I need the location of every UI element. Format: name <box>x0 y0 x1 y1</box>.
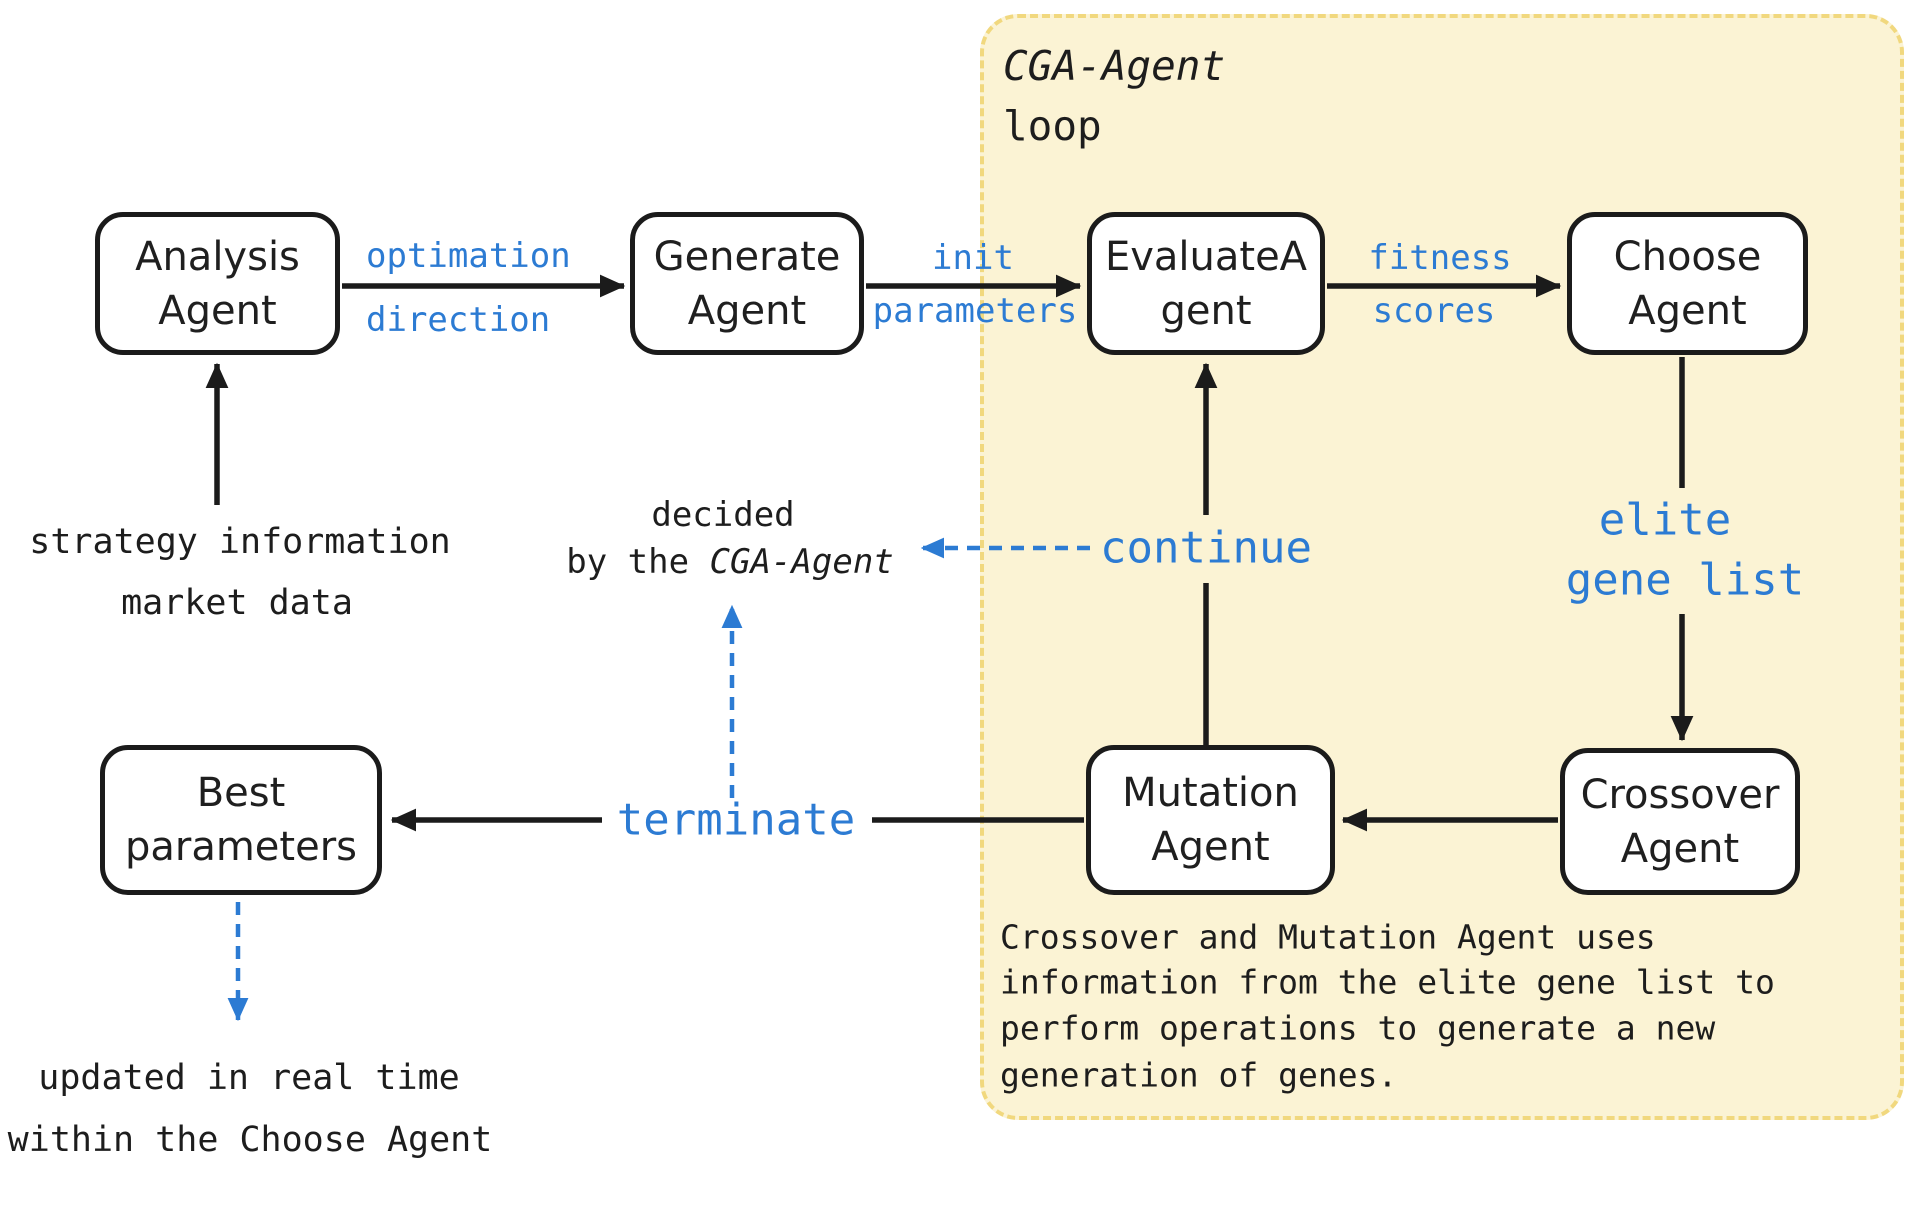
annotation-strategy-information: strategy information <box>29 522 451 562</box>
node-mutation-line2: Agent <box>1151 824 1270 870</box>
label-init: init <box>932 238 1014 278</box>
loop-title-line1: CGA-Agent <box>1003 42 1226 90</box>
node-mutation-line1: Mutation <box>1122 770 1299 816</box>
node-crossover-line2: Agent <box>1620 825 1740 872</box>
label-optimation: optimation <box>366 236 571 276</box>
label-direction: direction <box>366 300 551 340</box>
label-terminate: terminate <box>616 794 856 846</box>
node-evaluate-line1: EvaluateA <box>1104 233 1308 280</box>
node-generate-line2: Agent <box>687 287 807 334</box>
annotation-updated-real-time: updated in real time <box>38 1058 460 1098</box>
loop-title-line2: loop <box>1003 102 1102 150</box>
label-parameters: parameters <box>872 291 1078 331</box>
node-analysis-line1: Analysis <box>135 233 300 280</box>
node-analysis-line2: Agent <box>158 287 277 334</box>
annotation-by-the-cga-agent: by the CGA-Agent <box>566 542 894 582</box>
node-evaluate-agent: EvaluateA gent <box>1087 212 1325 355</box>
loop-caption-line1: Crossover and Mutation Agent uses <box>1000 917 1656 957</box>
node-mutation-agent: Mutation Agent <box>1086 745 1335 895</box>
annotation-by-the: by the <box>566 542 710 582</box>
loop-caption-line4: generation of genes. <box>1000 1055 1398 1095</box>
label-scores: scores <box>1372 291 1496 331</box>
label-fitness: fitness <box>1368 238 1512 278</box>
node-generate-agent: Generate Agent <box>630 212 864 355</box>
annotation-decided: decided <box>651 495 795 535</box>
node-best-line1: Best <box>196 770 286 816</box>
node-choose-agent: Choose Agent <box>1567 212 1808 355</box>
node-best-parameters: Best parameters <box>100 745 382 895</box>
node-crossover-line1: Crossover <box>1580 771 1780 818</box>
node-best-line2: parameters <box>124 824 357 870</box>
cga-agent-loop-region <box>980 14 1904 1120</box>
node-generate-line1: Generate <box>653 233 841 280</box>
annotation-cga-agent-word: CGA-Agent <box>709 542 894 582</box>
node-evaluate-line2: gent <box>1160 287 1252 334</box>
annotation-market-data: market data <box>121 583 353 623</box>
annotation-within-choose-agent: within the Choose Agent <box>7 1120 493 1160</box>
loop-caption-line2: information from the elite gene list to <box>1000 962 1775 1002</box>
node-crossover-agent: Crossover Agent <box>1560 748 1800 895</box>
label-gene-list: gene list <box>1565 554 1805 606</box>
label-continue: continue <box>1100 522 1312 574</box>
node-choose-line2: Agent <box>1628 287 1747 334</box>
node-choose-line1: Choose <box>1613 233 1762 280</box>
node-analysis-agent: Analysis Agent <box>95 212 340 355</box>
label-elite: elite <box>1598 494 1732 546</box>
loop-caption-line3: perform operations to generate a new <box>1000 1008 1716 1048</box>
